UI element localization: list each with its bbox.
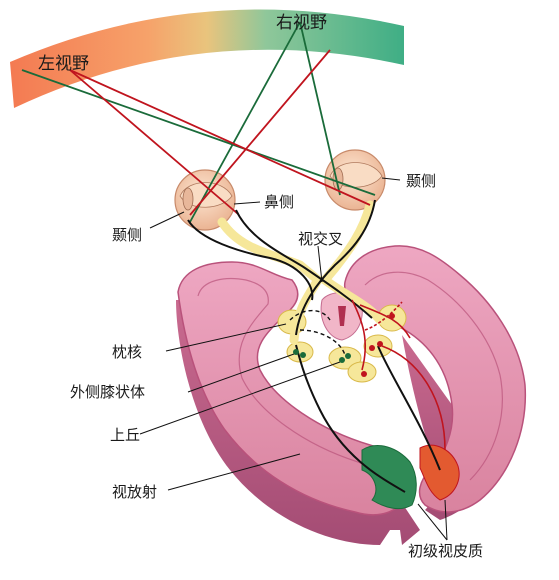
superior-colliculus-label: 上丘	[110, 426, 141, 444]
primary-visual-cortex-label: 初级视皮质	[408, 542, 484, 560]
lateral-geniculate-label: 外侧膝状体	[70, 383, 146, 401]
visual-field-arc	[10, 9, 404, 108]
left-field-pathway	[69, 49, 371, 216]
left-hemisphere-inner	[197, 277, 382, 497]
right-hemisphere-inner	[364, 271, 503, 481]
pulvinar-label: 枕核	[112, 343, 143, 361]
visual-cortex-left	[361, 445, 417, 510]
left-visual-field-label: 左视野	[38, 54, 89, 74]
leader-lines	[139, 177, 448, 541]
optic-tract-right	[320, 275, 385, 325]
optic-nerve-right	[320, 200, 375, 285]
right-visual-field-label: 右视野	[276, 13, 327, 33]
optic-radiation-label: 视放射	[112, 483, 158, 501]
optic-chiasm-label: 视交叉	[298, 230, 344, 248]
aqueduct	[338, 306, 346, 326]
optic-tract-left	[289, 275, 323, 345]
temporal-label-right: 颞侧	[406, 172, 437, 190]
colliculus-fibers	[289, 309, 346, 356]
nucleus-markers	[293, 349, 351, 363]
nasal-label: 鼻侧	[264, 193, 295, 211]
temporal-label-left: 颞侧	[112, 226, 143, 244]
nucleus-markers-red	[361, 313, 395, 377]
visual-cortex-right	[419, 444, 460, 501]
